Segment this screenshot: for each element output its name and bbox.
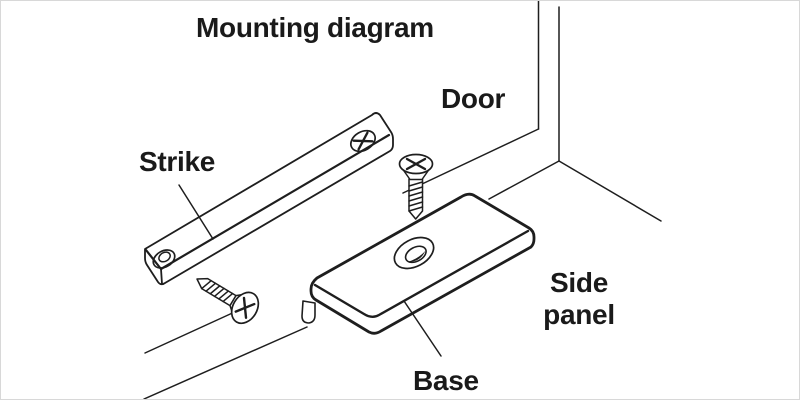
base-screw-hole xyxy=(393,236,435,270)
side-panel-surface xyxy=(143,160,662,399)
label-strike: Strike xyxy=(139,146,216,177)
base-leader-line xyxy=(403,300,442,357)
strike-plate xyxy=(144,112,394,286)
label-base: Base xyxy=(413,365,479,396)
strike-hole-left xyxy=(152,249,176,269)
countersunk-screw-vertical xyxy=(398,153,434,220)
strike-leader-line xyxy=(178,184,214,240)
base-foot xyxy=(301,300,316,324)
label-door: Door xyxy=(441,83,506,114)
diagram-title: Mounting diagram xyxy=(196,12,434,43)
door-panel-edge xyxy=(402,1,560,194)
base-plate xyxy=(301,192,536,335)
label-side-panel: Side panel xyxy=(543,267,615,330)
countersunk-screw-angled xyxy=(196,277,260,325)
strike-hole-right xyxy=(349,129,377,153)
